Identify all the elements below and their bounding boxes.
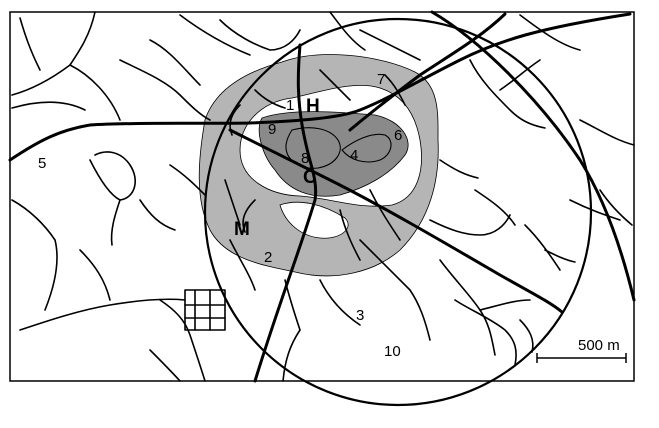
main-road-north-south [253, 43, 318, 383]
site-number-6: 6 [394, 127, 402, 144]
outer-zone-notch [279, 201, 349, 239]
site-number-10: 10 [384, 343, 401, 360]
main-road-diagonal-north [348, 12, 507, 132]
zone-label-H: H [306, 96, 320, 117]
core-contour-1 [285, 127, 341, 169]
site-number-1: 1 [286, 97, 294, 114]
scale-bar: 500 m [536, 337, 627, 363]
main-road-west-east [8, 12, 632, 162]
site-number-9: 9 [268, 121, 276, 138]
site-number-8: 8 [301, 150, 309, 167]
minor-roads [11, 11, 635, 382]
core-contour-2 [341, 133, 392, 163]
main-road-southeast [228, 128, 564, 314]
study-area-circle [203, 17, 593, 407]
site-number-4: 4 [350, 147, 358, 164]
outer-zone-ring [198, 54, 439, 277]
site-number-5: 5 [38, 155, 46, 172]
main-road-northeast-arc [430, 10, 636, 302]
zone-label-C: C [303, 167, 317, 188]
site-number-3: 3 [356, 307, 364, 324]
scale-bar-label: 500 m [578, 337, 620, 354]
site-number-2: 2 [264, 249, 272, 266]
zone-label-M: M [234, 219, 250, 240]
site-number-7: 7 [377, 71, 385, 88]
